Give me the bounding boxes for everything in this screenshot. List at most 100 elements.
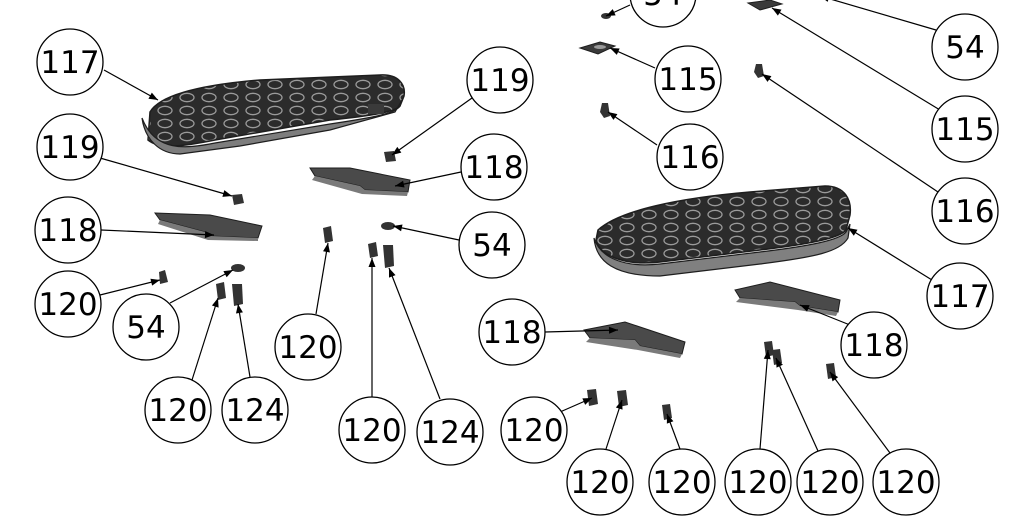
callout-circle: [724, 448, 792, 516]
callout-circle: [36, 113, 104, 181]
callout-label: 120: [38, 287, 97, 323]
leader-arrowhead-c-54-left: [223, 270, 233, 278]
callout-label: 118: [464, 150, 523, 186]
leader-line-c-54-left: [169, 269, 234, 304]
callout-circle: [926, 262, 994, 330]
leader-line-c-117-right: [847, 227, 933, 281]
leader-arrowhead-c-118-right: [800, 305, 810, 312]
part-116-right-clip: [754, 64, 764, 78]
callout-balloon-c-115-right: 115: [931, 95, 999, 163]
callout-circle: [654, 45, 722, 113]
callout-balloon-c-116-mid: 116: [656, 123, 724, 191]
callout-circle: [338, 396, 406, 464]
leader-line-c-124-b: [388, 267, 441, 400]
callout-balloon-c-119-left: 119: [36, 113, 104, 181]
part-118-right-low-bracket: [583, 321, 686, 358]
callout-label: 124: [225, 393, 284, 429]
callout-circle: [566, 448, 634, 516]
callout-circle: [629, 0, 697, 28]
leader-arrowhead-c-120-i: [776, 358, 783, 368]
callout-balloon-c-117-right: 117: [926, 262, 994, 330]
leader-arrowhead-c-115-mid: [610, 48, 620, 55]
fasteners-group: [159, 13, 836, 420]
callout-balloon-c-118-mid: 118: [460, 133, 528, 201]
callout-balloon-c-54-mid: 54: [458, 211, 526, 279]
callout-label: 124: [420, 415, 479, 451]
leader-line-c-117-left: [103, 69, 159, 101]
callout-label: 117: [930, 279, 989, 315]
callout-balloon-c-118-right: 118: [840, 311, 908, 379]
callout-circle: [34, 270, 102, 338]
callout-label: 120: [570, 465, 629, 501]
leader-arrowhead-c-118-mid: [395, 180, 405, 188]
callout-circle: [648, 448, 716, 516]
callout-balloon-c-120-c: 120: [274, 313, 342, 381]
leader-arrowhead-c-117-right: [848, 228, 858, 236]
leader-line-c-119-left: [99, 157, 233, 197]
leader-line-c-54-mid: [392, 225, 460, 241]
callout-balloon-c-54-right: 54: [931, 13, 999, 81]
leader-arrowhead-c-120-c: [323, 243, 330, 253]
callout-circle: [931, 177, 999, 245]
leader-arrowhead-c-120-g: [666, 414, 674, 424]
callout-balloons: 1171191181205412012412011911854120124541…: [34, 0, 999, 516]
leader-line-c-54-right: [831, 0, 937, 31]
callout-balloon-c-120-h: 120: [724, 448, 792, 516]
callout-label: 119: [40, 130, 99, 166]
callout-circle: [656, 123, 724, 191]
part-118-right-bracket: [734, 281, 841, 316]
callout-circle: [416, 398, 484, 466]
callout-balloon-c-124-b: 124: [416, 398, 484, 466]
leader-arrowhead-c-119-left: [222, 190, 232, 197]
callout-label: 118: [38, 213, 97, 249]
callout-balloon-c-120-d: 120: [338, 396, 406, 464]
callout-circle: [466, 46, 534, 114]
part-54-left-washer: [231, 264, 245, 272]
leader-arrowhead-c-116-mid: [608, 112, 618, 120]
leader-line-c-115-right: [771, 7, 941, 111]
callout-circle: [34, 196, 102, 264]
leader-line-c-120-i: [775, 357, 819, 452]
callout-circle: [112, 293, 180, 361]
callout-circle: [796, 448, 864, 516]
leader-line-c-120-b: [191, 297, 219, 381]
callout-circle: [478, 298, 546, 366]
callout-balloon-c-120-f: 120: [566, 448, 634, 516]
part-115-top-pad: [746, 0, 784, 11]
part-117-left-tread-pad: [141, 74, 406, 155]
leader-line-c-118-mid: [394, 171, 462, 187]
callout-circle: [931, 13, 999, 81]
part-120-fastener-4: [368, 242, 378, 258]
part-120-fastener-8: [764, 341, 774, 357]
leader-line-c-120-j: [829, 371, 891, 454]
leader-arrowhead-c-117-left: [148, 92, 158, 100]
leader-arrowhead-c-118-left: [204, 231, 214, 239]
callout-label: 120: [876, 465, 935, 501]
callout-balloon-c-120-j: 120: [872, 448, 940, 516]
callout-circle: [500, 396, 568, 464]
leader-lines: [99, 0, 941, 454]
part-124-fastener-2: [383, 245, 394, 268]
leader-line-c-120-a: [99, 279, 161, 296]
callout-label: 116: [660, 140, 719, 176]
callout-circle: [144, 376, 212, 444]
callout-circle: [931, 95, 999, 163]
callout-circle: [840, 311, 908, 379]
callout-label: 120: [728, 465, 787, 501]
callout-label: 120: [342, 413, 401, 449]
callout-balloon-c-54-top: 54: [629, 0, 697, 28]
leader-line-c-124-a: [237, 303, 251, 378]
callout-label: 54: [945, 30, 984, 66]
leader-line-c-116-mid: [607, 111, 658, 146]
leader-arrowhead-c-115-right: [772, 8, 782, 16]
callout-balloon-c-124-a: 124: [221, 376, 289, 444]
leader-arrowhead-c-119-mid: [392, 146, 402, 155]
callout-balloon-c-120-g: 120: [648, 448, 716, 516]
callout-circle: [460, 133, 528, 201]
part-119-left-nut: [232, 194, 244, 205]
leader-arrowhead-c-118-right-low: [608, 326, 618, 334]
part-124-fastener-1: [232, 284, 243, 306]
leader-line-c-119-mid: [391, 97, 473, 156]
